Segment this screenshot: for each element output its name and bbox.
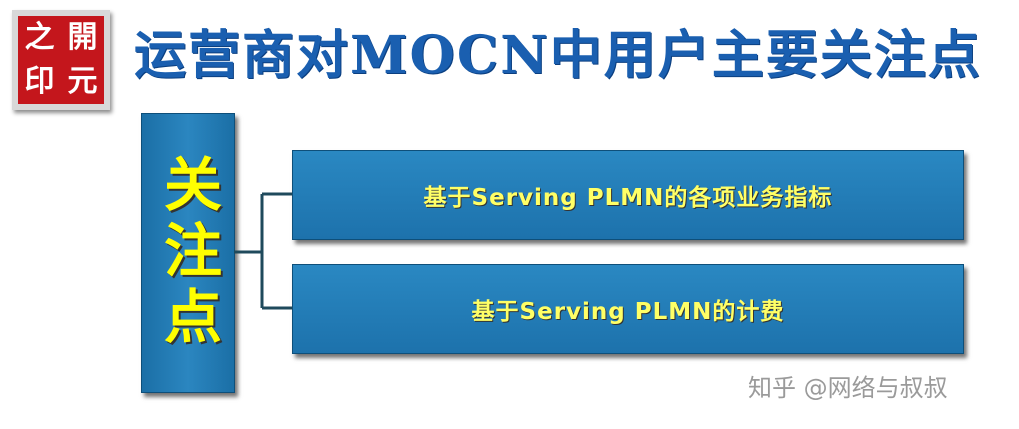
logo-char: 開 — [67, 20, 98, 55]
watermark: 知乎 @网络与叔叔 — [748, 374, 948, 402]
logo-char: 之 — [24, 20, 55, 55]
focus-item-label: 基于Serving PLMN的各项业务指标 — [423, 185, 833, 211]
focus-item-box: 基于Serving PLMN的各项业务指标 — [292, 150, 964, 240]
logo: 之 開 印 元 — [12, 10, 110, 110]
page-title: 运营商对MOCN中用户主要关注点 — [134, 25, 982, 86]
focus-item-box: 基于Serving PLMN的计费 — [292, 264, 964, 354]
focus-item-label: 基于Serving PLMN的计费 — [471, 299, 785, 325]
logo-seal: 之 開 印 元 — [18, 16, 104, 104]
logo-char: 元 — [67, 64, 98, 99]
logo-char: 印 — [24, 64, 55, 99]
focus-category-label: 关注点 — [154, 154, 222, 352]
